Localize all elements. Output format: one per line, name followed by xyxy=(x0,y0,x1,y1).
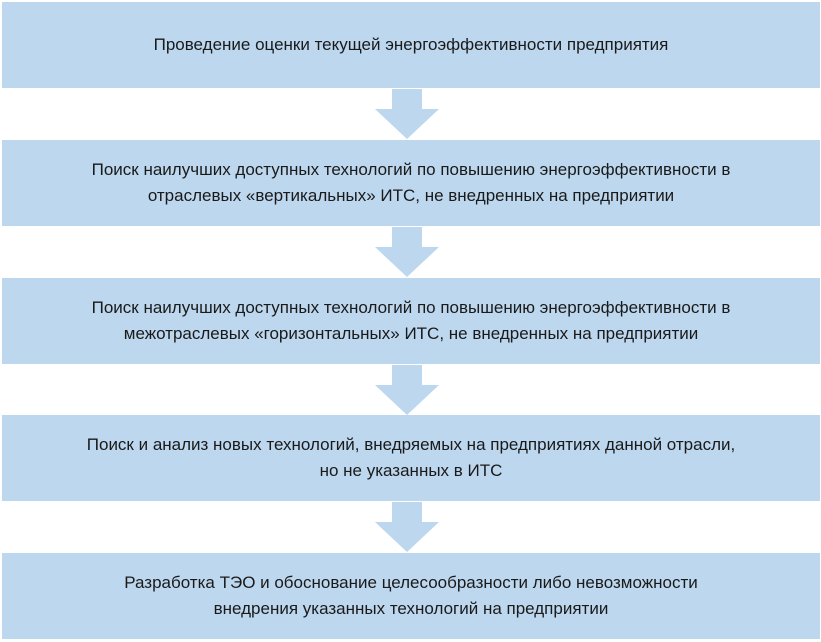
step-2-line-1: Поиск наилучших доступных технологий по … xyxy=(91,160,731,179)
down-arrow-icon xyxy=(375,89,439,139)
down-arrow-icon xyxy=(375,227,439,277)
step-1-line-1: Проведение оценки текущей энергоэффектив… xyxy=(153,35,669,54)
step-3-line-1: Поиск наилучших доступных технологий по … xyxy=(91,298,731,317)
step-5-line-1: Разработка ТЭО и обоснование целесообраз… xyxy=(124,573,698,592)
step-4-box: Поиск и анализ новых технологий, внедряе… xyxy=(2,415,820,501)
down-arrow-icon xyxy=(375,502,439,552)
step-5-line-2: внедрения указанных технологий на предпр… xyxy=(213,599,609,618)
step-3-box: Поиск наилучших доступных технологий по … xyxy=(2,278,820,364)
step-1-box: Проведение оценки текущей энергоэффектив… xyxy=(2,2,820,88)
step-3-line-2: межотраслевых «горизонтальных» ИТС, не в… xyxy=(123,324,699,343)
step-5-box: Разработка ТЭО и обоснование целесообраз… xyxy=(2,553,820,639)
down-arrow-icon xyxy=(375,365,439,415)
step-4-line-2: но не указанных в ИТС xyxy=(319,461,503,480)
step-2-box: Поиск наилучших доступных технологий по … xyxy=(2,140,820,226)
step-2-line-2: отраслевых «вертикальных» ИТС, не внедре… xyxy=(147,186,675,205)
step-4-line-1: Поиск и анализ новых технологий, внедряе… xyxy=(86,435,736,454)
